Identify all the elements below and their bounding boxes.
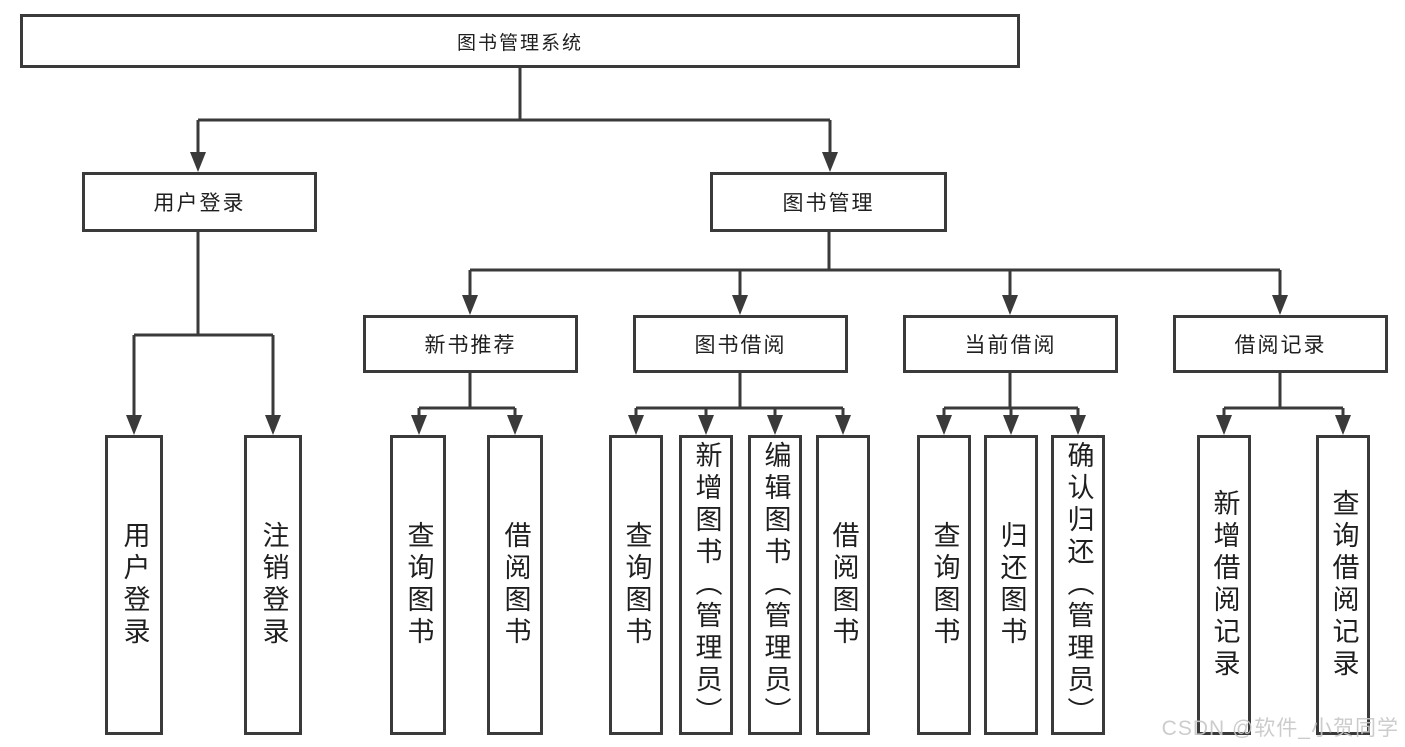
leaf-query-books-recommend: 查询图书 [390,435,446,735]
node-user-login: 用户登录 [82,172,317,232]
leaf-add-book-admin: 新增图书（管理员） [679,435,733,735]
leaf-borrow-books-recommend: 借阅图书 [487,435,543,735]
node-borrowing-records: 借阅记录 [1173,315,1388,373]
leaf-query-books-current: 查询图书 [917,435,971,735]
leaf-add-borrow-record: 新增借阅记录 [1197,435,1251,735]
leaf-query-borrow-record: 查询借阅记录 [1316,435,1370,735]
leaf-user-login: 用户登录 [105,435,163,735]
node-book-management: 图书管理 [710,172,947,232]
csdn-watermark: CSDN @软件_小贺同学 [1161,717,1399,740]
leaf-edit-book-admin: 编辑图书（管理员） [748,435,802,735]
leaf-confirm-return-admin: 确认归还（管理员） [1051,435,1105,735]
leaf-logout: 注销登录 [244,435,302,735]
node-book-borrowing: 图书借阅 [633,315,848,373]
leaf-return-book: 归还图书 [984,435,1038,735]
leaf-borrow-books: 借阅图书 [816,435,870,735]
node-new-book-recommend: 新书推荐 [363,315,578,373]
node-current-borrowing: 当前借阅 [903,315,1118,373]
leaf-query-books-borrow: 查询图书 [609,435,663,735]
node-library-management-system: 图书管理系统 [20,14,1020,68]
